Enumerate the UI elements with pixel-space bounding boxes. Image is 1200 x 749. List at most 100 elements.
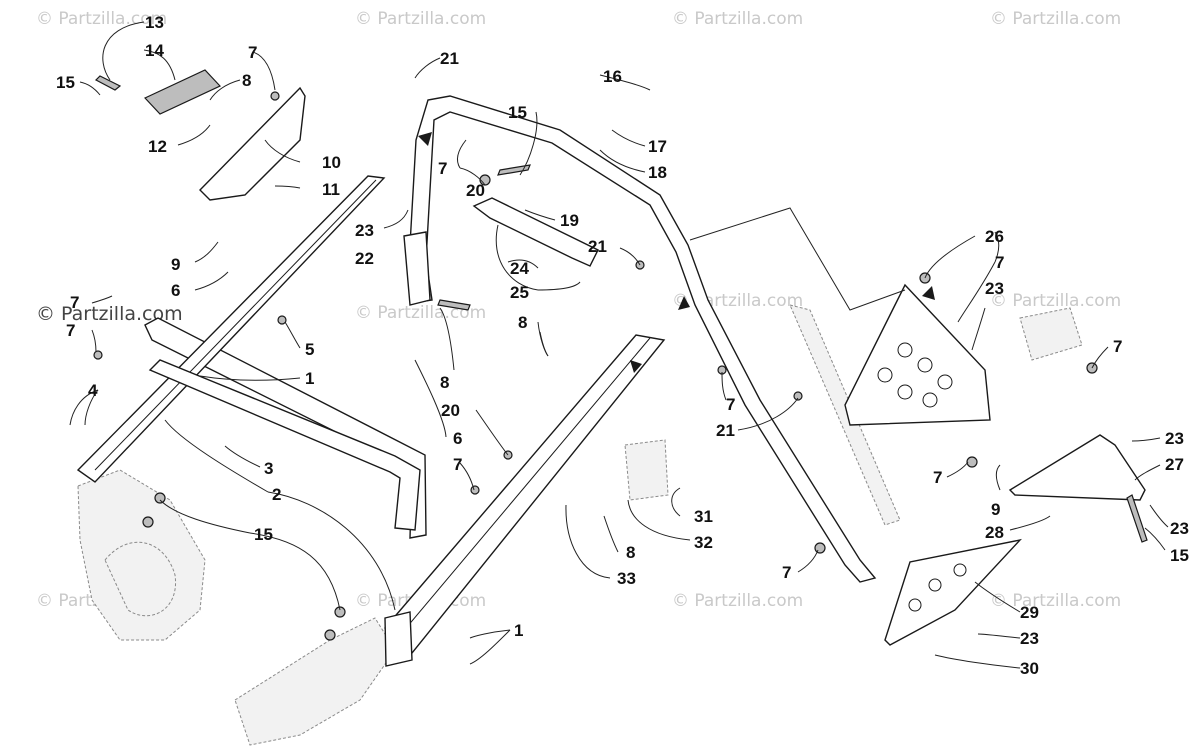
control-module bbox=[143, 69, 222, 115]
callout-31: 31 bbox=[694, 507, 713, 526]
callout-7: 7 bbox=[726, 395, 735, 414]
watermark: © Partzilla.com bbox=[355, 9, 486, 29]
watermark: © Partzilla.com bbox=[990, 9, 1121, 29]
nut-icon bbox=[334, 606, 346, 618]
watermark: © Partzilla.com bbox=[672, 591, 803, 611]
plate-hole bbox=[908, 598, 922, 612]
hanger-loop bbox=[148, 359, 421, 531]
plate-hole bbox=[897, 342, 913, 358]
callout-26: 26 bbox=[985, 227, 1004, 246]
watermark-prominent: © Partzilla.com bbox=[36, 303, 183, 325]
callout-11: 11 bbox=[322, 180, 340, 199]
nut-icon bbox=[142, 516, 154, 528]
callout-29: 29 bbox=[1020, 603, 1039, 622]
callout-4: 3 bbox=[264, 459, 273, 478]
arrow-icon bbox=[922, 286, 935, 300]
callout-15: 15 bbox=[56, 73, 75, 92]
callout-13: 13 bbox=[145, 13, 164, 32]
callout-19: 19 bbox=[560, 211, 579, 230]
callout-7: 7 bbox=[248, 43, 257, 62]
watermark-layer: © Partzilla.com © Partzilla.com © Partzi… bbox=[36, 9, 1121, 611]
plate-26 bbox=[844, 283, 991, 426]
plate-hole bbox=[917, 357, 933, 373]
callout-8: 9 bbox=[171, 255, 180, 274]
watermark: © Partzilla.com bbox=[672, 9, 803, 29]
callout-7: 7 bbox=[66, 321, 75, 340]
callout-17: 17 bbox=[648, 137, 667, 156]
callout-23: 23 bbox=[985, 279, 1004, 298]
nut-icon bbox=[966, 456, 978, 468]
callout-8: 8 bbox=[626, 543, 635, 562]
nut-icon bbox=[470, 485, 480, 495]
callout-33: 33 bbox=[617, 569, 636, 588]
callout-21: 21 bbox=[716, 421, 735, 440]
callout-28: 28 bbox=[985, 523, 1004, 542]
strap-tie bbox=[497, 164, 531, 176]
callout-9: 9 bbox=[991, 500, 1000, 519]
callout-27: 27 bbox=[1165, 455, 1184, 474]
callout-labels: 13 14 15 7 8 12 10 11 21 15 7 20 19 21 1… bbox=[56, 13, 1189, 678]
upper-hoop bbox=[409, 95, 877, 583]
callout-22: 22 bbox=[355, 249, 374, 268]
bracket-27 bbox=[1008, 434, 1146, 501]
leader-lines bbox=[69, 21, 1169, 669]
callout-14: 14 bbox=[145, 41, 164, 60]
arrow-icon bbox=[418, 132, 432, 146]
callout-8: 8 bbox=[242, 71, 251, 90]
strap-tie bbox=[1126, 494, 1148, 543]
callout-23: 23 bbox=[1020, 629, 1039, 648]
callout-7: 7 bbox=[933, 468, 942, 487]
plate-hole bbox=[928, 578, 942, 592]
plate-29 bbox=[884, 538, 1022, 646]
nut-icon bbox=[793, 391, 803, 401]
nut-icon bbox=[93, 350, 103, 360]
callout-15: 15 bbox=[1170, 546, 1189, 565]
nut-icon bbox=[277, 315, 287, 325]
callout-23: 23 bbox=[1165, 429, 1184, 448]
chassis-ghost bbox=[77, 304, 1083, 746]
arrow-icon bbox=[678, 296, 690, 310]
callout-2: 15 bbox=[254, 525, 273, 544]
callout-7: 5 bbox=[305, 340, 314, 359]
callout-12: 12 bbox=[148, 137, 167, 156]
callout-15: 15 bbox=[508, 103, 527, 122]
callout-8: 8 bbox=[518, 313, 527, 332]
callout-1: 1 bbox=[514, 621, 523, 640]
plate-hole bbox=[897, 384, 913, 400]
gusset-bracket bbox=[472, 197, 599, 267]
nut-icon bbox=[814, 542, 826, 554]
callout-25: 25 bbox=[510, 283, 529, 302]
callout-16: 16 bbox=[603, 67, 622, 86]
frame-structure bbox=[76, 69, 1148, 667]
nut-icon bbox=[324, 629, 336, 641]
nut-icon bbox=[270, 91, 280, 101]
plate-hole bbox=[877, 367, 893, 383]
nut-icon bbox=[154, 492, 166, 504]
callout-20: 20 bbox=[466, 181, 485, 200]
strap-tie bbox=[94, 75, 122, 91]
plate-hole bbox=[953, 563, 967, 577]
arrow-icon bbox=[630, 360, 642, 373]
callout-7: 7 bbox=[453, 455, 462, 474]
callout-21: 21 bbox=[440, 49, 459, 68]
callout-5: 1 bbox=[305, 369, 314, 388]
watermark: © Partzilla.com bbox=[990, 291, 1121, 311]
callout-7: 7 bbox=[995, 253, 1004, 272]
hoop-left-plate bbox=[403, 231, 431, 306]
watermark: © Partzilla.com bbox=[990, 591, 1121, 611]
callout-7: 7 bbox=[1113, 337, 1122, 356]
callout-7: 7 bbox=[782, 563, 791, 582]
callout-3: 2 bbox=[272, 485, 281, 504]
callout-6: 7 bbox=[70, 293, 79, 312]
callout-23: 23 bbox=[355, 221, 374, 240]
callout-9: 6 bbox=[171, 281, 180, 300]
callout-24: 24 bbox=[510, 259, 529, 278]
callout-32: 32 bbox=[694, 533, 713, 552]
callout-20: 20 bbox=[441, 401, 460, 420]
callout-6: 6 bbox=[453, 429, 462, 448]
callout-7: 7 bbox=[438, 159, 447, 178]
callout-1: 4 bbox=[88, 381, 98, 400]
callout-15: 8 bbox=[440, 373, 449, 392]
callout-30: 30 bbox=[1020, 659, 1039, 678]
